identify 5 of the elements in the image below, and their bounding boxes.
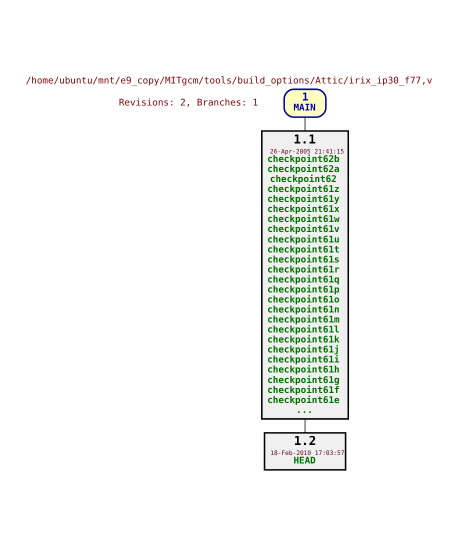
connector: [304, 116, 306, 132]
label: Revisions: 2, Branches: 1: [118, 98, 258, 109]
diagram-title: /home/ubuntu/mnt/e9_copy/MITgcm/tools/build_options/Attic/irix_ip30_f77,v: [26, 76, 432, 87]
node-box: 1 MAIN: [283, 88, 327, 118]
connector: [304, 418, 306, 434]
